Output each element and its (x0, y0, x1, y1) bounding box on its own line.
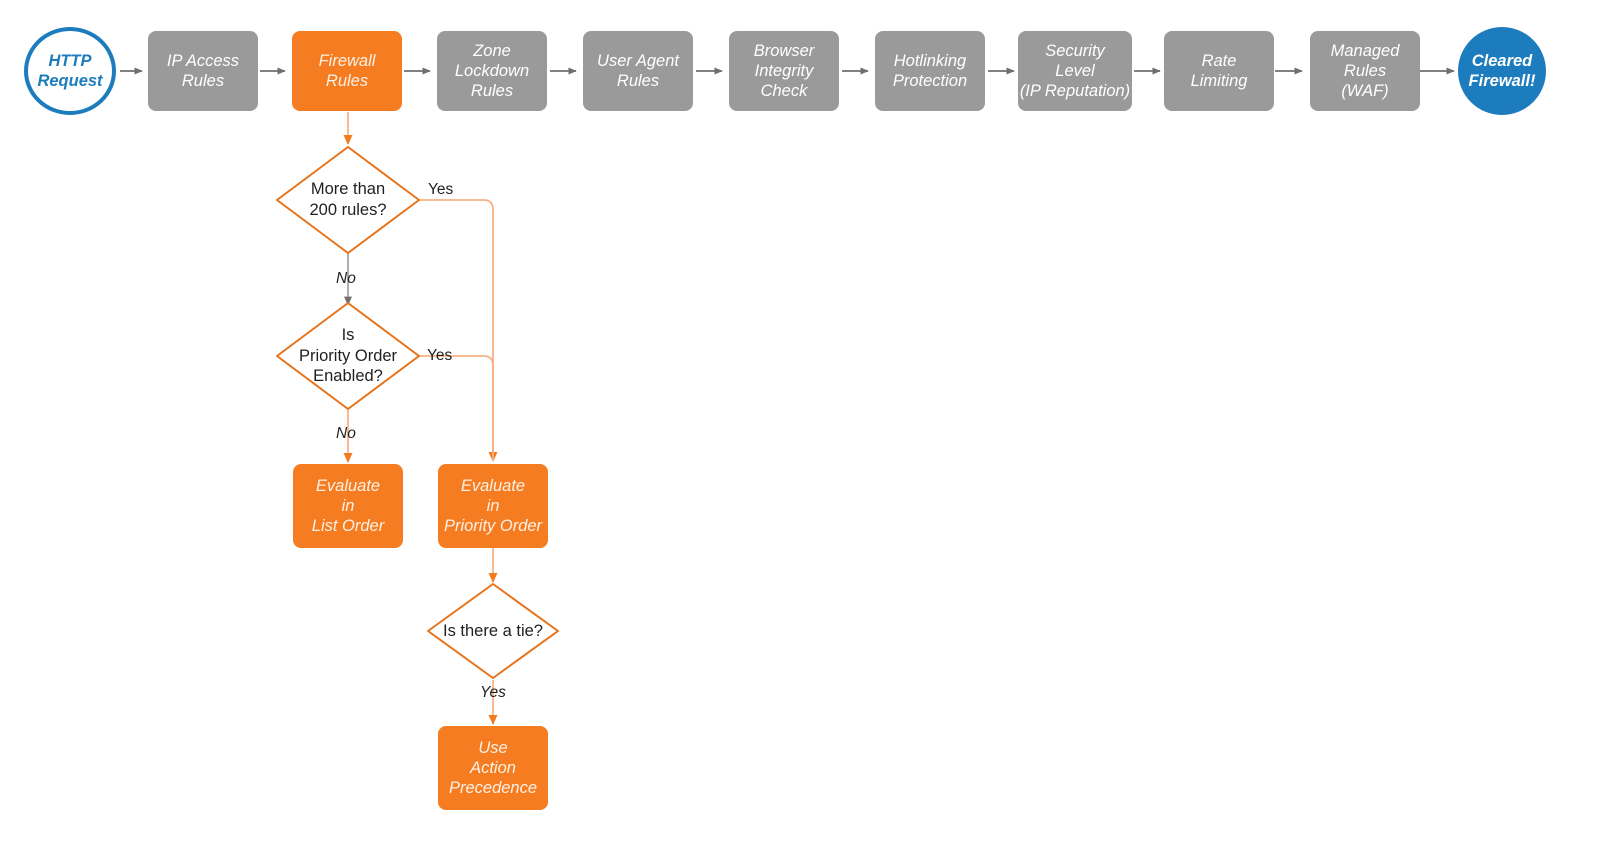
node-ip-access-rules[interactable]: IP Access Rules (148, 31, 258, 111)
decision-priority-order-enabled-label: Is Priority Order Enabled? (298, 326, 398, 386)
node-evaluate-in-priority-order[interactable]: Evaluate in Priority Order (438, 464, 548, 548)
node-hotlinking-protection-label: Hotlinking Protection (892, 51, 968, 90)
edge-label-no-priority-order: No (336, 425, 356, 442)
node-user-agent-rules-label: User Agent Rules (597, 51, 679, 90)
node-evaluate-in-priority-order-label: Evaluate in Priority Order (443, 476, 543, 536)
edge-label-no-more-than-200: No (336, 270, 356, 287)
decision-more-than-200-rules[interactable]: More than 200 rules? (277, 147, 419, 253)
node-managed-rules-waf[interactable]: Managed Rules (WAF) (1310, 31, 1420, 111)
decision-priority-order-enabled[interactable]: Is Priority Order Enabled? (277, 303, 419, 409)
node-cleared-firewall-label: Cleared Firewall! (1468, 51, 1536, 90)
node-evaluate-in-list-order-label: Evaluate in List Order (311, 476, 385, 536)
node-http-request-label: HTTP Request (37, 51, 103, 90)
edge-label-yes-more-than-200: Yes (428, 181, 454, 198)
node-managed-rules-waf-label: Managed Rules (WAF) (1330, 41, 1400, 101)
node-security-level-label: Security Level (IP Reputation) (1019, 41, 1131, 101)
node-hotlinking-protection[interactable]: Hotlinking Protection (875, 31, 985, 111)
decision-is-there-a-tie-label: Is there a tie? (443, 621, 543, 640)
node-evaluate-in-list-order[interactable]: Evaluate in List Order (293, 464, 403, 548)
decision-more-than-200-rules-label: More than 200 rules? (309, 180, 387, 219)
node-zone-lockdown-rules[interactable]: Zone Lockdown Rules (437, 31, 547, 111)
node-use-action-precedence[interactable]: Use Action Precedence (438, 726, 548, 810)
node-rate-limiting-label: Rate Limiting (1190, 51, 1248, 90)
node-firewall-rules[interactable]: Firewall Rules (292, 31, 402, 111)
edge-label-yes-priority-order: Yes (427, 347, 453, 364)
node-browser-integrity-check[interactable]: Browser Integrity Check (729, 31, 839, 111)
node-zone-lockdown-rules-label: Zone Lockdown Rules (454, 41, 530, 101)
node-ip-access-rules-label: IP Access Rules (166, 51, 240, 90)
node-security-level[interactable]: Security Level (IP Reputation) (1018, 31, 1132, 111)
node-http-request[interactable]: HTTP Request (24, 27, 116, 115)
node-cleared-firewall[interactable]: Cleared Firewall! (1458, 27, 1546, 115)
node-user-agent-rules[interactable]: User Agent Rules (583, 31, 693, 111)
decision-is-there-a-tie[interactable]: Is there a tie? (428, 584, 558, 678)
node-browser-integrity-check-label: Browser Integrity Check (753, 41, 815, 101)
node-use-action-precedence-label: Use Action Precedence (448, 738, 538, 798)
edge-label-yes-is-tie: Yes (480, 684, 506, 701)
node-firewall-rules-label: Firewall Rules (318, 51, 376, 90)
node-rate-limiting[interactable]: Rate Limiting (1164, 31, 1274, 111)
